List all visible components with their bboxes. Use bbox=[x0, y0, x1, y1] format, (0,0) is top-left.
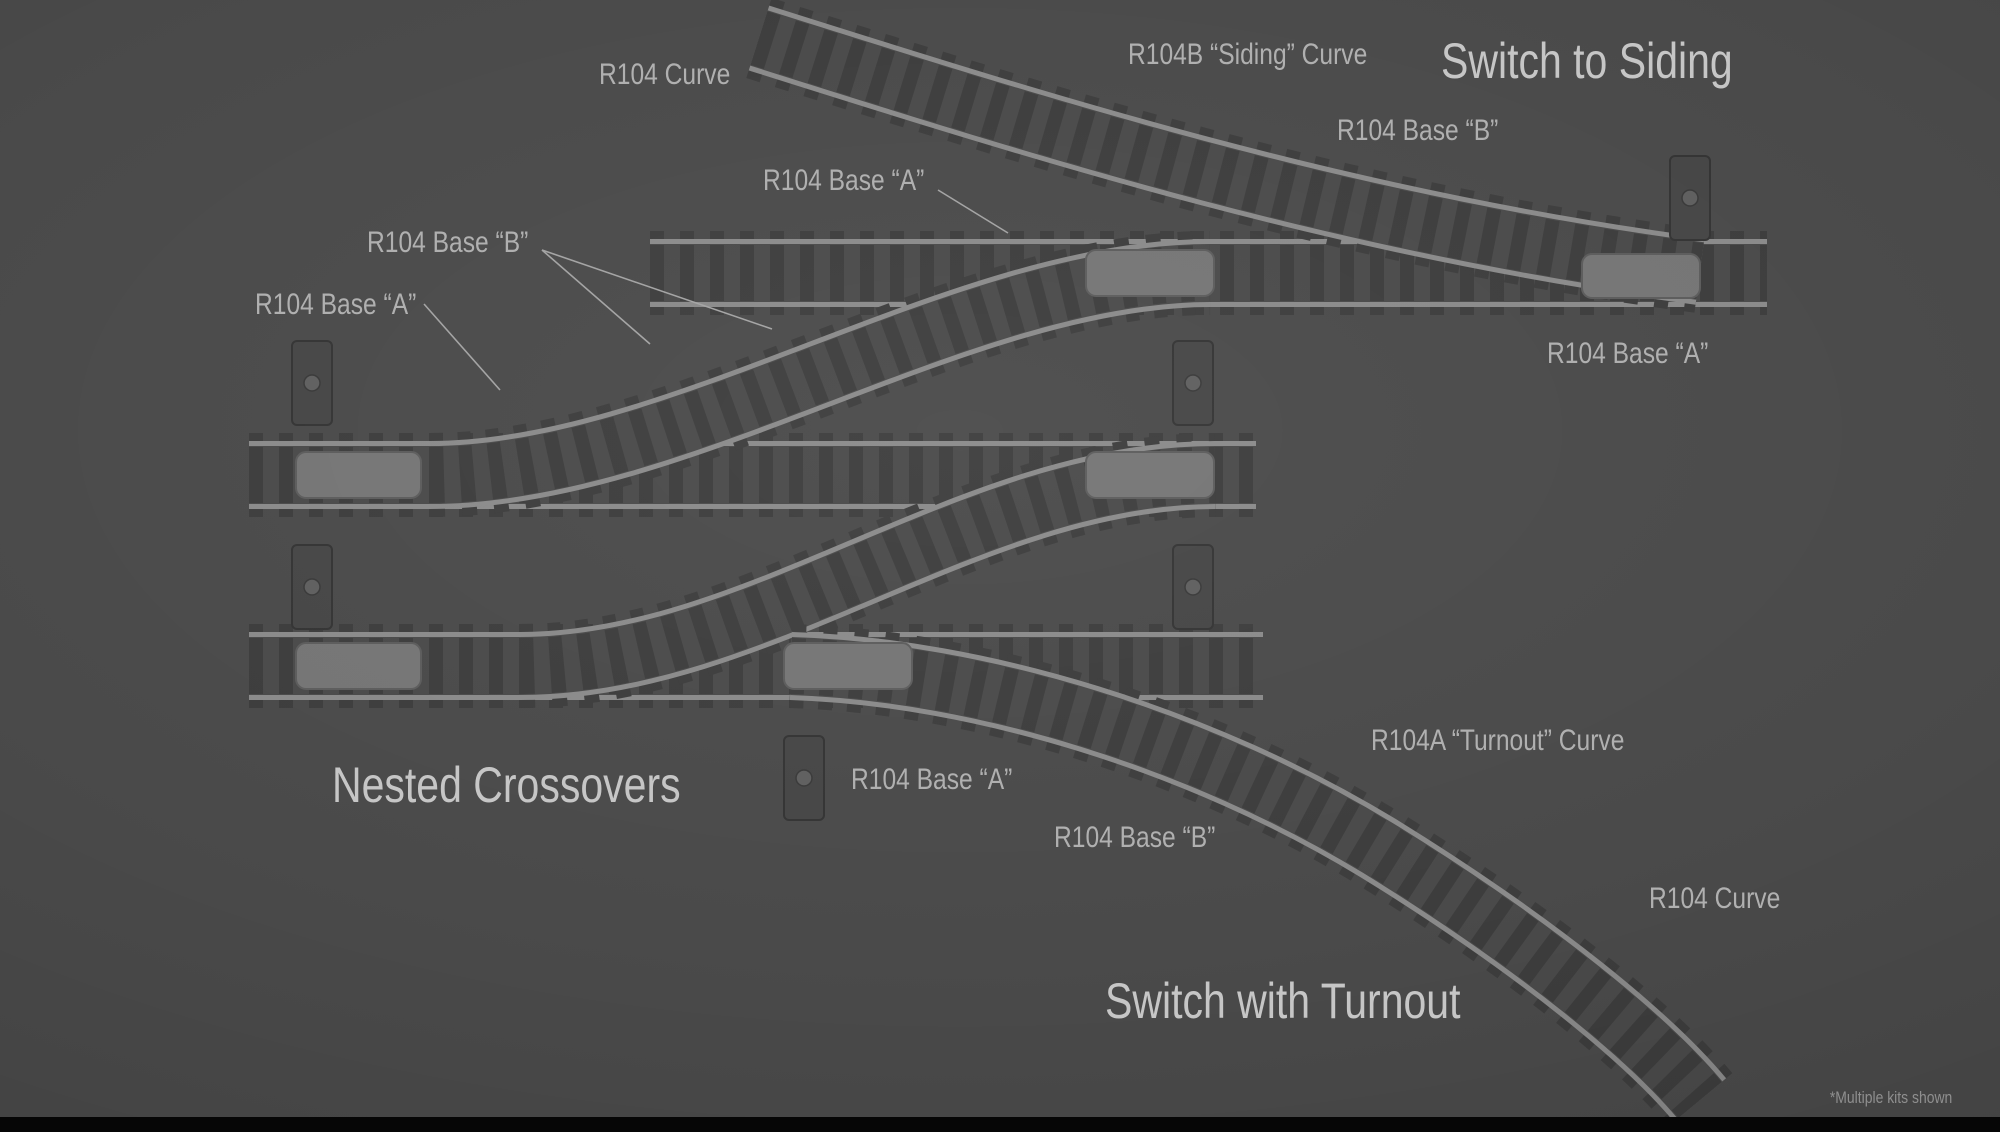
blade-bottom-mid bbox=[783, 642, 913, 690]
blade-top-right bbox=[1581, 253, 1701, 299]
blade-top-center bbox=[1085, 249, 1215, 297]
label-base-b-left: R104 Base “B” bbox=[367, 226, 529, 259]
leader-base-a-left bbox=[423, 303, 501, 391]
bottom-black-bar bbox=[0, 1117, 2000, 1132]
label-base-a-top: R104 Base “A” bbox=[763, 164, 925, 197]
base-plate bbox=[291, 544, 333, 630]
title-switch-to-siding: Switch to Siding bbox=[1441, 33, 1733, 89]
label-base-a-left: R104 Base “A” bbox=[255, 288, 417, 321]
base-plate bbox=[783, 735, 825, 821]
base-plate bbox=[291, 340, 333, 426]
label-r104-curve-bottom: R104 Curve bbox=[1649, 882, 1781, 915]
label-r104b-siding-curve: R104B “Siding” Curve bbox=[1128, 38, 1368, 71]
label-base-a-right: R104 Base “A” bbox=[1547, 337, 1709, 370]
base-plate bbox=[1172, 544, 1214, 630]
base-plate bbox=[1669, 155, 1711, 241]
title-switch-with-turnout: Switch with Turnout bbox=[1105, 973, 1461, 1029]
leader-base-a-top bbox=[937, 189, 1009, 234]
label-base-b-bottom: R104 Base “B” bbox=[1054, 821, 1216, 854]
blade-middle-left bbox=[295, 451, 422, 499]
label-r104a-turnout-curve: R104A “Turnout” Curve bbox=[1371, 724, 1625, 757]
base-plates bbox=[291, 155, 1711, 821]
label-base-a-bottom: R104 Base “A” bbox=[851, 763, 1013, 796]
leader-lines bbox=[423, 189, 1009, 391]
switch-blades bbox=[295, 249, 1701, 690]
label-r104-curve-top: R104 Curve bbox=[599, 58, 731, 91]
base-plate bbox=[1172, 340, 1214, 426]
blade-middle-right bbox=[1085, 451, 1215, 499]
blade-bottom-left bbox=[295, 642, 422, 690]
footnote-multiple-kits: *Multiple kits shown bbox=[1829, 1088, 1952, 1107]
leader-base-b-left-2 bbox=[541, 249, 773, 330]
leader-base-b-left-1 bbox=[541, 249, 651, 345]
label-base-b-top: R104 Base “B” bbox=[1337, 114, 1499, 147]
title-nested-crossovers: Nested Crossovers bbox=[332, 757, 681, 813]
